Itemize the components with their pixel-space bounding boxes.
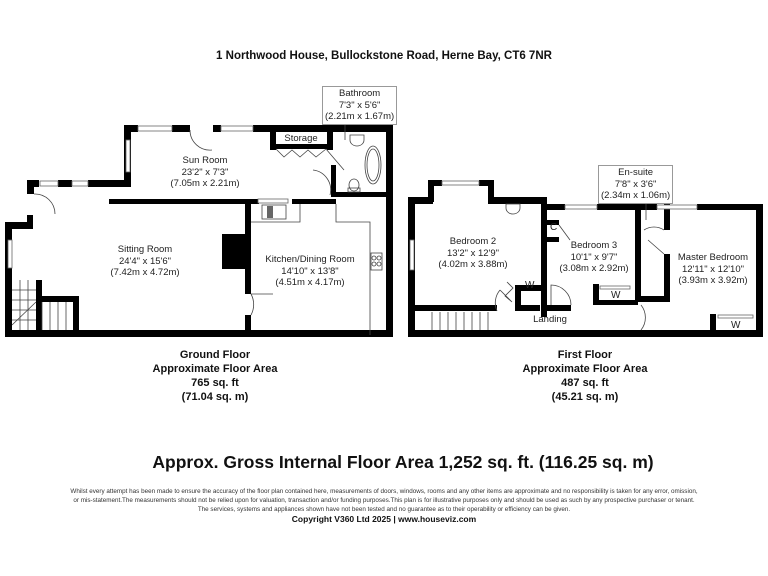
ground-floor-windows — [7, 125, 289, 269]
room-callout-bathroom: Bathroom 7'3" x 5'6" (2.21m x 1.67m) — [322, 86, 398, 125]
wardrobe-marker-bedroom-3: W — [611, 290, 621, 301]
ground-floor-summary: Ground Floor Approximate Floor Area 765 … — [152, 349, 278, 403]
first-floor-walls — [408, 180, 763, 337]
copyright: Copyright V360 Ltd 2025 | www.houseviz.c… — [291, 514, 477, 524]
disclaimer: Whilst every attempt has been made to en… — [70, 488, 698, 513]
first-floor-summary: First Floor Approximate Floor Area 487 s… — [522, 349, 648, 403]
room-callout-en-suite: En-suite 7'8" x 3'6" (2.34m x 1.06m) — [598, 165, 674, 204]
ground-floor-fills — [267, 206, 273, 218]
room-label-storage: Storage — [284, 133, 318, 144]
gross-floor-area: Approx. Gross Internal Floor Area 1,252 … — [152, 452, 654, 472]
first-floor-windows — [409, 180, 754, 319]
wardrobe-marker-bedroom-2: W — [525, 280, 535, 291]
room-label-bedroom-3: Bedroom 3 10'1" x 9'7" (3.08m x 2.92m) — [559, 240, 629, 274]
wardrobe-marker-master: W — [731, 320, 741, 331]
property-address: 1 Northwood House, Bullockstone Road, He… — [216, 50, 552, 62]
room-label-sun-room: Sun Room 23'2" x 7'3" (7.05m x 2.21m) — [170, 155, 240, 189]
room-label-kitchen-dining: Kitchen/Dining Room 14'10" x 13'8" (4.51… — [265, 254, 355, 288]
room-label-master-bedroom: Master Bedroom 12'11" x 12'10" (3.93m x … — [677, 252, 749, 286]
room-label-bedroom-2: Bedroom 2 13'2" x 12'9" (4.02m x 3.88m) — [438, 236, 508, 270]
cupboard-marker: C — [550, 222, 558, 233]
ground-floor-fixtures — [11, 120, 383, 335]
room-label-sitting-room: Sitting Room 24'4" x 15'6" (7.42m x 4.72… — [110, 244, 180, 278]
room-label-landing: Landing — [533, 314, 567, 325]
